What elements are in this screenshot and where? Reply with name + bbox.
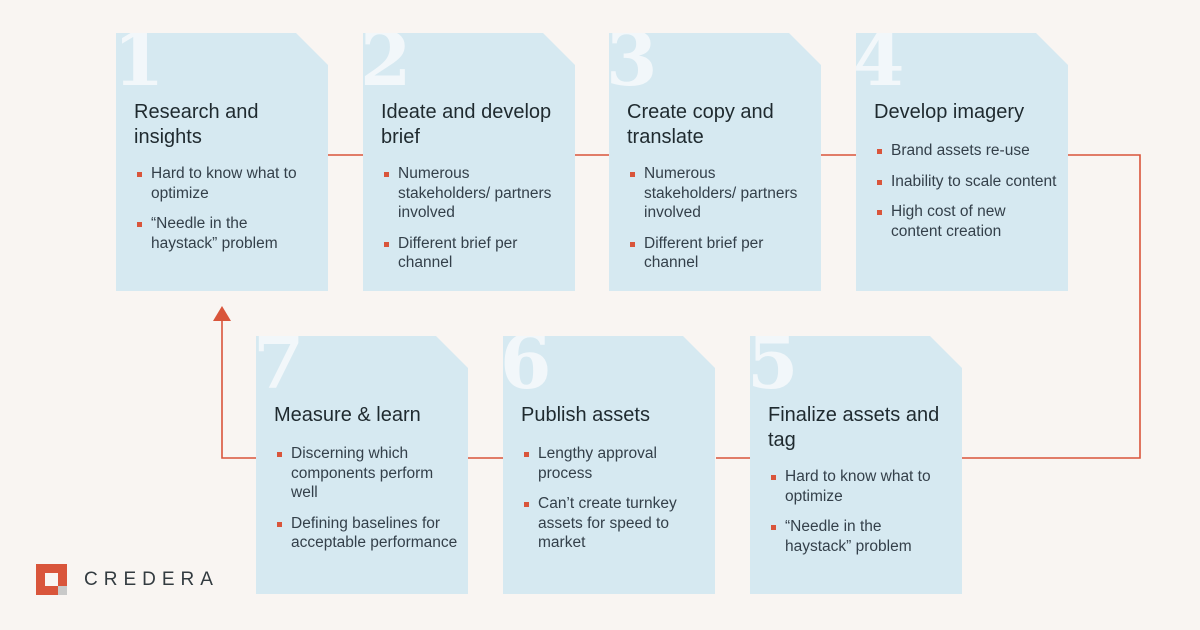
bullet-item: Discerning which components perform well [274,444,458,503]
step-bullets: Brand assets re-use Inability to scale c… [874,141,1058,252]
step-card-3: 3 Create copy and translate Numerous sta… [609,33,821,291]
step-number: 2 [360,17,412,103]
step-bullets: Discerning which components perform well… [274,444,458,564]
bullet-marker-icon [137,222,142,227]
step-card-6: 6 Publish assets Lengthy approval proces… [503,336,715,594]
bullet-item: Hard to know what to optimize [768,467,952,506]
bullet-item: “Needle in the haystack” problem [134,214,318,253]
bullet-marker-icon [771,475,776,480]
step-number: 5 [747,320,799,406]
bullet-item: Different brief per channel [381,234,565,273]
step-bullets: Numerous stakeholders/ partners involved… [627,164,811,284]
bullet-item: High cost of new content creation [874,202,1058,241]
credera-logo-mark-icon [36,564,67,595]
bullet-marker-icon [137,172,142,177]
step-card-5: 5 Finalize assets and tag Hard to know w… [750,336,962,594]
bullet-item: Inability to scale content [874,172,1058,192]
bullet-item: Defining baselines for acceptable perfor… [274,514,458,553]
bullet-marker-icon [524,452,529,457]
step-number: 6 [500,320,552,406]
step-bullets: Hard to know what to optimize “Needle in… [768,467,952,567]
step-bullets: Hard to know what to optimize “Needle in… [134,164,318,264]
step-number: 4 [853,17,905,103]
bullet-marker-icon [524,502,529,507]
step-bullets: Numerous stakeholders/ partners involved… [381,164,565,284]
connector-right-loop [962,154,1141,459]
step-title: Ideate and develop brief [381,101,552,148]
step-card-4: 4 Develop imagery Brand assets re-use In… [856,33,1068,291]
step-card-7: 7 Measure & learn Discerning which compo… [256,336,468,594]
bullet-marker-icon [630,241,635,247]
step-title: Research and insights [134,101,259,148]
step-title: Finalize assets and tag [768,404,940,451]
logo-text: CREDERA [84,568,219,590]
bullet-marker-icon [630,172,635,177]
step-title: Create copy and translate [627,101,774,148]
bullet-item: Different brief per channel [627,234,811,273]
step-title: Measure & learn [274,404,421,426]
bullet-marker-icon [277,521,282,527]
step-number: 3 [606,17,658,103]
arrowhead-up-icon [213,306,231,321]
step-number: 7 [253,320,305,406]
step-number: 1 [113,17,165,103]
step-title: Develop imagery [874,101,1025,123]
bullet-item: “Needle in the haystack” problem [768,517,952,556]
bullet-marker-icon [277,452,282,457]
bullet-marker-icon [877,210,882,215]
bullet-item: Hard to know what to optimize [134,164,318,203]
step-card-1: 1 Research and insights Hard to know wha… [116,33,328,291]
bullet-item: Numerous stakeholders/ partners involved [627,164,811,223]
bullet-marker-icon [771,525,776,530]
credera-logo: CREDERA [36,564,219,595]
connector-left-return [221,318,256,459]
bullet-item: Numerous stakeholders/ partners involved [381,164,565,223]
step-bullets: Lengthy approval process Can’t create tu… [521,444,705,564]
step-card-2: 2 Ideate and develop brief Numerous stak… [363,33,575,291]
bullet-item: Lengthy approval process [521,444,705,483]
bullet-item: Brand assets re-use [874,141,1058,161]
step-title: Publish assets [521,404,650,426]
bullet-marker-icon [384,172,389,177]
bullet-item: Can’t create turnkey assets for speed to… [521,494,705,553]
bullet-marker-icon [877,149,882,154]
bullet-marker-icon [384,241,389,247]
bullet-marker-icon [877,179,882,185]
